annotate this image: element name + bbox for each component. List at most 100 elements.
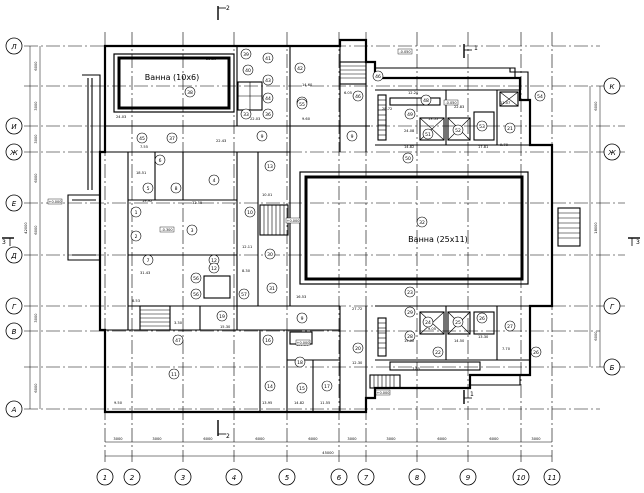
plan-label: 32.55 bbox=[192, 201, 202, 205]
plan-label: 3000 bbox=[34, 313, 38, 323]
section-mark-1-top: 1 bbox=[463, 44, 478, 58]
exterior-walls bbox=[67, 38, 581, 414]
room-23: 23 bbox=[404, 286, 416, 298]
plan-label: 49 bbox=[407, 112, 413, 118]
plan-label: -0.050 bbox=[445, 101, 456, 105]
area-labels: 24.03 7.55 22.43 18.51 19.92 32.55 10.01… bbox=[114, 57, 511, 405]
axis-bubble: Л bbox=[5, 37, 23, 55]
room-13: 13 bbox=[264, 160, 276, 172]
plan-label: 30 bbox=[267, 252, 273, 258]
interior-walls bbox=[105, 46, 530, 412]
plan-label: 18000 bbox=[594, 222, 598, 234]
plan-label: +0.000 bbox=[49, 200, 62, 204]
plan-label: 31.43 bbox=[140, 271, 150, 275]
plan-label: 7.70 bbox=[502, 347, 511, 351]
plan-label: Д bbox=[10, 252, 17, 260]
plan-label: 22.83 bbox=[454, 105, 464, 109]
overall-length: 45000 bbox=[322, 451, 334, 455]
room-43: 43 bbox=[262, 74, 274, 86]
plan-label: 21 bbox=[507, 126, 513, 132]
plan-label: 16.53 bbox=[296, 295, 306, 299]
plan-label: 45 bbox=[139, 136, 145, 142]
right-stair bbox=[557, 207, 581, 247]
small-pool-label: Ванна (10х6) bbox=[145, 73, 200, 82]
axis-bubble: Г bbox=[5, 297, 23, 315]
room-24: 24 bbox=[422, 316, 434, 328]
room-labels: 1 2 3 4 5 6 7 8 9 9 9 10 11 12 13 14 15 … bbox=[130, 48, 546, 394]
plan-label: 27.72 bbox=[352, 307, 362, 311]
plan-label: 9.60 bbox=[302, 117, 311, 121]
plan-label: 10.01 bbox=[262, 193, 272, 197]
plan-label: 17.81 bbox=[478, 145, 488, 149]
plan-label: 9.05 bbox=[428, 327, 436, 331]
axis-bubbles-bottom: 1 2 3 4 5 6 7 8 9 10 11 bbox=[96, 468, 561, 486]
room-1: 1 bbox=[130, 206, 142, 218]
right-dimensions: 6000 18000 6000 bbox=[594, 101, 598, 341]
section-mark-2-top: 2 bbox=[217, 5, 230, 20]
room-2: 2 bbox=[130, 230, 142, 242]
plan-label: 14.60 bbox=[302, 83, 313, 87]
room-56: 56 bbox=[190, 288, 202, 300]
plan-label: 16 bbox=[265, 338, 271, 344]
axis-bubble: 5 bbox=[278, 468, 296, 486]
dimension-lines bbox=[29, 46, 601, 457]
plan-label: Ж bbox=[607, 149, 616, 157]
plan-label: 8 bbox=[175, 186, 178, 192]
plan-label: 54 bbox=[537, 94, 543, 100]
plan-label: Е bbox=[12, 200, 17, 208]
level-mark: -0.050 bbox=[397, 48, 413, 55]
axis-bubble: 6 bbox=[330, 468, 348, 486]
plan-label: 46 bbox=[375, 74, 381, 80]
plan-label: К bbox=[610, 83, 616, 91]
plan-label: 6000 bbox=[203, 437, 213, 441]
plan-label: 24.08 bbox=[404, 129, 415, 133]
room-7: 7 bbox=[142, 254, 154, 266]
room-9b: 9 bbox=[346, 130, 358, 142]
plan-label: В bbox=[12, 328, 17, 336]
plan-label: 12 bbox=[211, 266, 217, 272]
axis-bubble: Г bbox=[603, 297, 621, 315]
plan-label: 4 bbox=[213, 178, 216, 184]
level-mark: +0.000 bbox=[285, 217, 301, 224]
plan-label: 33 bbox=[243, 112, 249, 118]
plan-label: +0.000 bbox=[297, 341, 310, 345]
plan-label: 14.50 bbox=[454, 339, 465, 343]
plan-label: 3 bbox=[2, 239, 6, 246]
plan-label: 6000 bbox=[34, 173, 38, 183]
axis-bubble: 2 bbox=[123, 468, 141, 486]
plan-label: 15 bbox=[299, 386, 305, 392]
plan-label: 2 bbox=[226, 433, 230, 440]
section-mark-2-bottom: 2 bbox=[217, 420, 230, 440]
plan-label: 13.55 bbox=[428, 117, 438, 121]
room-57: 57 bbox=[238, 288, 250, 300]
room-5: 5 bbox=[142, 182, 154, 194]
level-mark: -0.050 bbox=[443, 99, 459, 106]
plan-label: 6000 bbox=[489, 437, 499, 441]
plan-label: 1 bbox=[135, 210, 138, 216]
room-37: 37 bbox=[166, 132, 178, 144]
room-50: 50 bbox=[402, 152, 414, 164]
level-marks: -0.050 +0.000 -0.300 +0.000 -0.050 +0.00… bbox=[47, 48, 459, 396]
plan-label: 1 bbox=[103, 474, 107, 482]
section-mark-3-left: 3 bbox=[2, 237, 14, 246]
room-12: 12 bbox=[208, 254, 220, 266]
plan-label: 28 bbox=[407, 334, 413, 340]
plan-label: 6000 bbox=[34, 383, 38, 393]
axis-bubble: 7 bbox=[357, 468, 375, 486]
plan-label: 19.92 bbox=[142, 199, 152, 203]
room-number: 32 bbox=[419, 220, 425, 226]
room-51: 51 bbox=[422, 128, 434, 140]
room-11: 11 bbox=[168, 368, 180, 380]
room-31: 31 bbox=[266, 282, 278, 294]
plan-label: Л bbox=[10, 43, 17, 51]
plan-label: 1 bbox=[474, 45, 478, 52]
plan-label: 22.03 bbox=[250, 117, 260, 121]
room-45: 45 bbox=[136, 132, 148, 144]
plan-label: 23 bbox=[407, 290, 413, 296]
room-12b: 12 bbox=[208, 262, 220, 274]
axis-bubbles-left: Л И Ж Е Д Г В А bbox=[5, 37, 23, 418]
plan-label: 52 bbox=[455, 128, 461, 134]
plan-label: 13.30 bbox=[478, 335, 489, 339]
plan-label: 9 bbox=[261, 134, 264, 140]
room-53: 53 bbox=[476, 120, 488, 132]
